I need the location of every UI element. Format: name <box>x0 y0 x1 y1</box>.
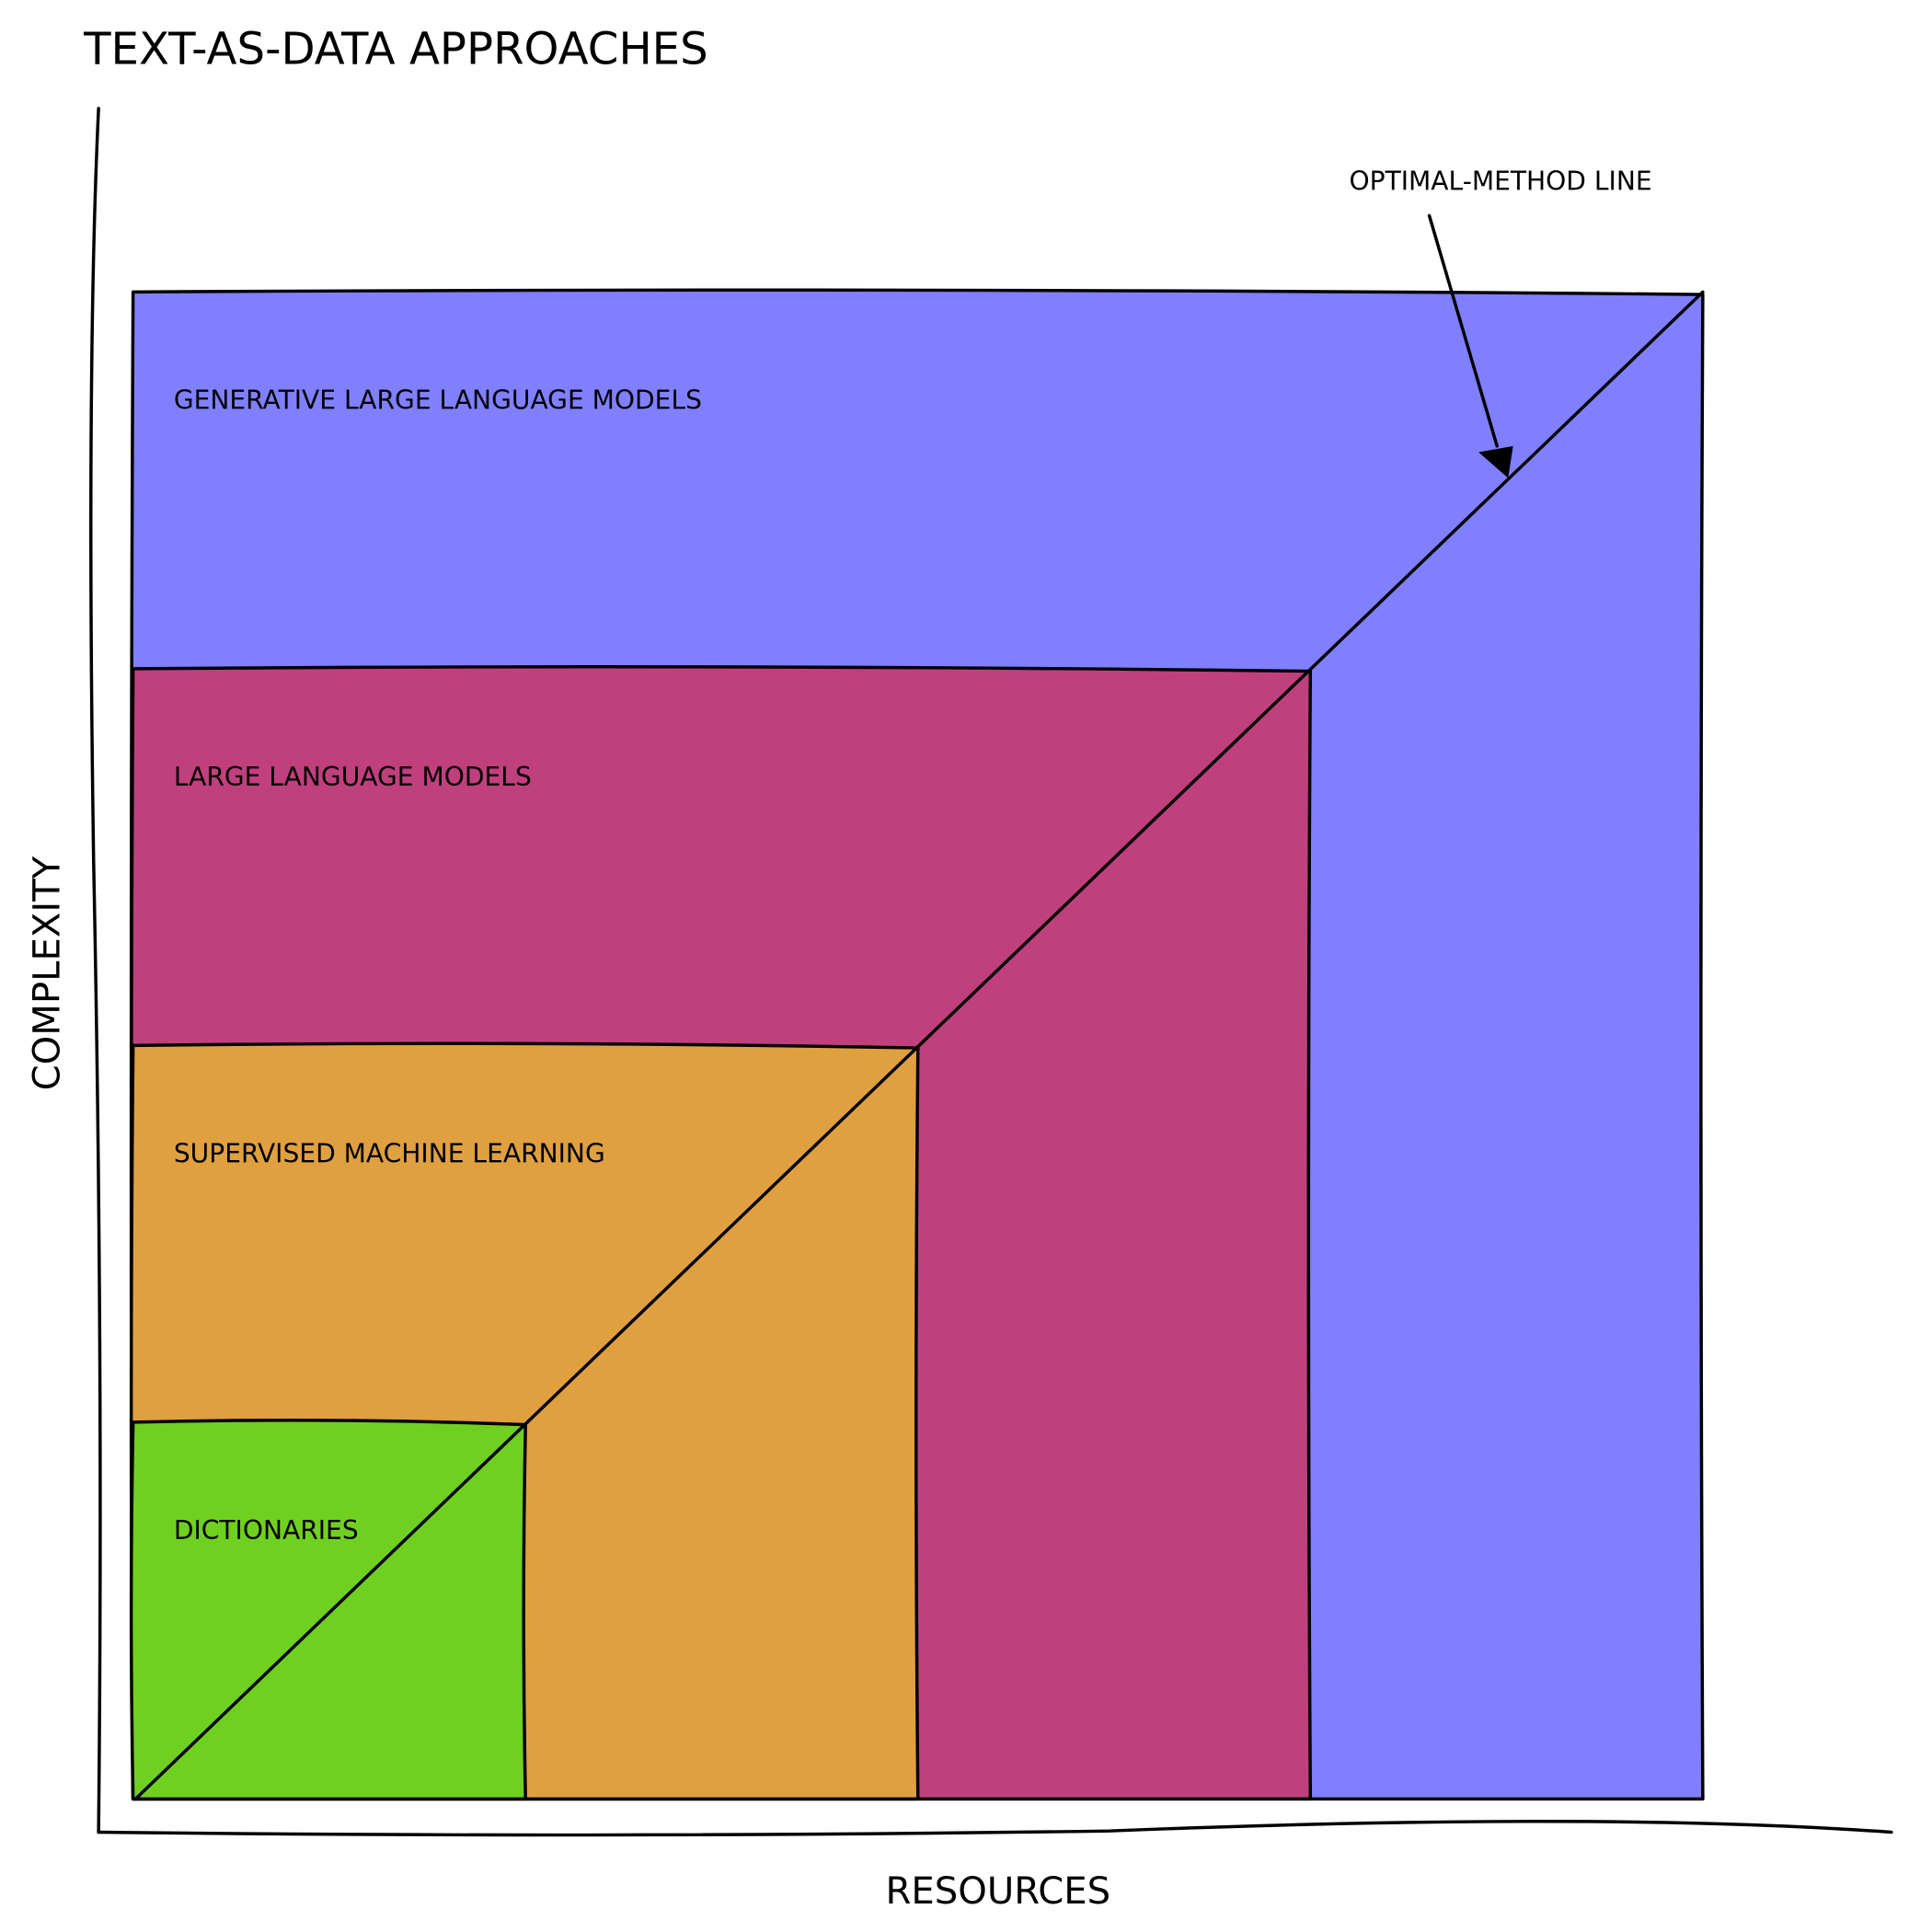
region-dictionaries <box>129 1418 527 1801</box>
regions: GENERATIVE LARGE LANGUAGE MODELS LARGE LA… <box>129 288 1705 1801</box>
diagram-title: TEXT-AS-DATA APPROACHES <box>83 24 708 75</box>
region-label: SUPERVISED MACHINE LEARNING <box>174 1139 605 1169</box>
region-label: GENERATIVE LARGE LANGUAGE MODELS <box>174 385 702 416</box>
y-axis <box>89 107 102 1834</box>
region-label: LARGE LANGUAGE MODELS <box>174 762 532 792</box>
x-axis-label: RESOURCES <box>886 1870 1111 1913</box>
annotation-label: OPTIMAL-METHOD LINE <box>1350 166 1652 196</box>
y-axis-label: COMPLEXITY <box>26 856 68 1090</box>
annotation-arrow <box>1427 213 1499 448</box>
optimal-method-line <box>133 290 1705 1801</box>
arrowhead-icon <box>1478 445 1513 478</box>
x-axis <box>97 1820 1893 1837</box>
region-label: DICTIONARIES <box>174 1515 359 1546</box>
